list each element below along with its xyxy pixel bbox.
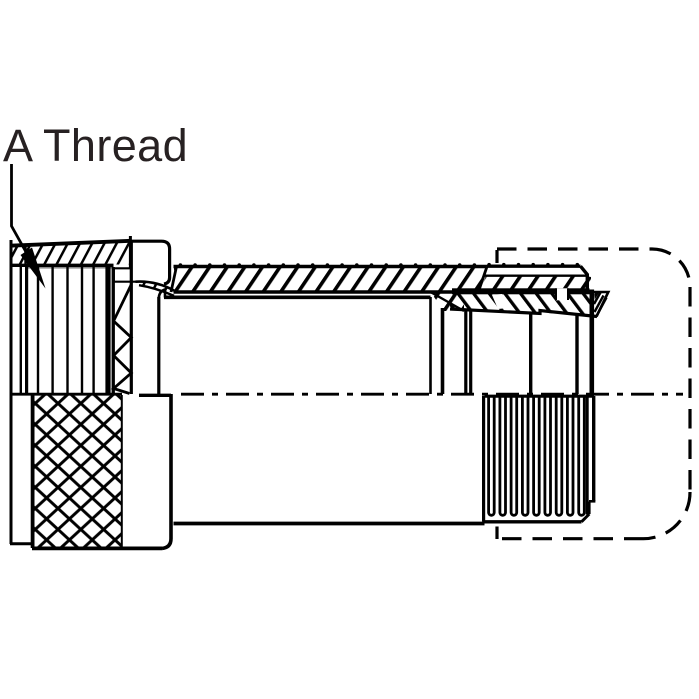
- svg-text:A Thread: A Thread: [3, 120, 188, 171]
